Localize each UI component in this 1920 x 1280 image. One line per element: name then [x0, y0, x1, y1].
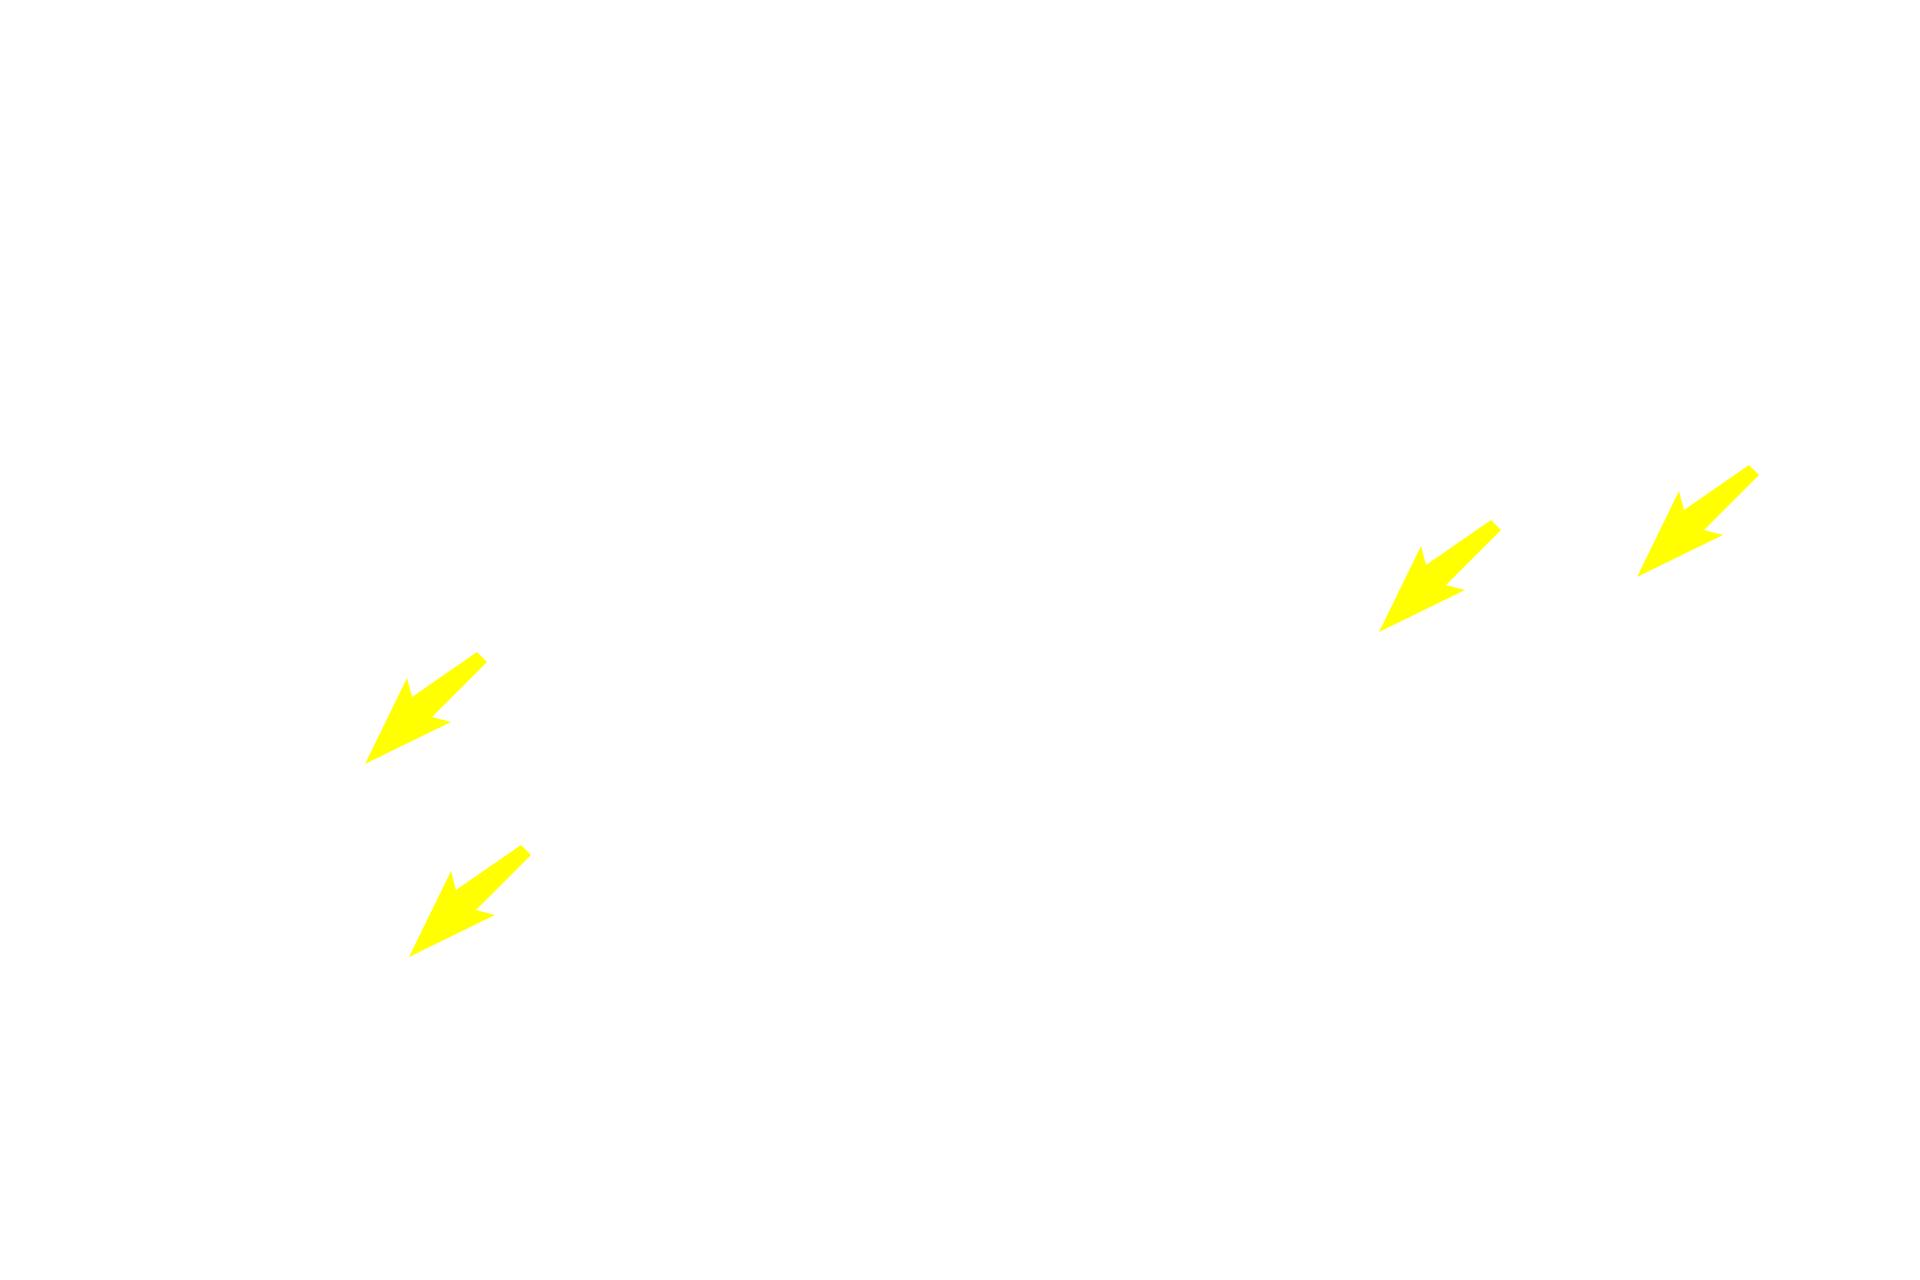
- arrow-down-left-icon: [1637, 465, 1759, 577]
- arrow-shape: [1379, 520, 1501, 632]
- arrow-shape: [1637, 465, 1759, 577]
- arrow-down-left-icon: [1379, 520, 1501, 632]
- arrow-shape: [409, 845, 531, 957]
- arrow-shape: [365, 652, 487, 764]
- arrow-down-left-icon: [365, 652, 487, 764]
- arrow-down-left-icon: [409, 845, 531, 957]
